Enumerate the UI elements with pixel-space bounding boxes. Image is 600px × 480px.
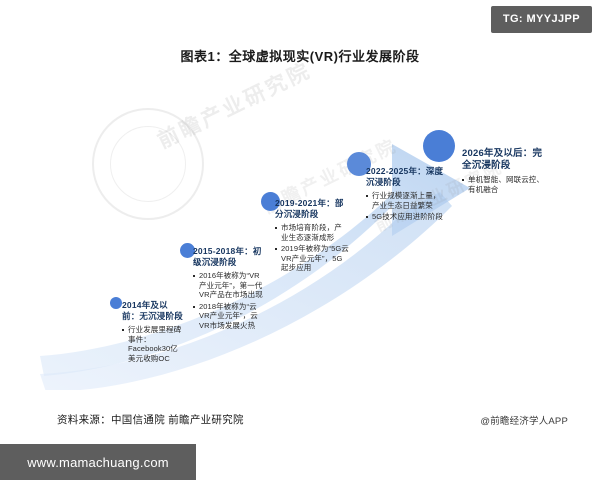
- stage-period: 2019-2021年：: [275, 198, 335, 208]
- stage-period: 2022-2025年：: [366, 166, 426, 176]
- stage-bullet: 行业发展里程碑事件：Facebook30亿美元收购OC: [122, 325, 184, 363]
- stage-heading: 2022-2025年：深度沉浸阶段: [366, 166, 446, 188]
- tg-badge: TG: MYYJJPP: [490, 6, 592, 33]
- stage-period: 2026年及以后：: [462, 148, 533, 159]
- stage-bullet: 市场培育阶段，产业生态逐渐成形: [275, 223, 349, 242]
- page-title: 图表1：全球虚拟现实(VR)行业发展阶段: [180, 49, 420, 64]
- stage-bullet: 2019年被称为“5G云VR产业元年”，5G起步应用: [275, 244, 349, 273]
- stage-name: 完全沉浸阶段: [462, 148, 543, 171]
- stage-bullet: 5G技术应用进阶阶段: [366, 212, 446, 222]
- stage-marker-3: [261, 192, 280, 211]
- stage-marker-1: [110, 297, 122, 309]
- stage-bullet-list: 市场培育阶段，产业生态逐渐成形 2019年被称为“5G云VR产业元年”，5G起步…: [275, 223, 349, 273]
- stage-name: 无沉浸阶段: [139, 311, 183, 321]
- stage-heading: 2014年及以前：无沉浸阶段: [122, 300, 184, 322]
- stage-period: 2014年及以前：: [122, 300, 168, 321]
- app-attribution: @前瞻经济学人APP: [480, 416, 568, 427]
- stage-bullet-list: 行业规模逐渐上量，产业生态日益繁荣 5G技术应用进阶阶段: [366, 191, 446, 222]
- stage-bullet-list: 单机智能、网联云控、有机融合: [462, 175, 550, 194]
- growth-arrow-svg: [40, 144, 470, 392]
- stage-heading: 2026年及以后：完全沉浸阶段: [462, 148, 550, 172]
- stage-name: 深度沉浸阶段: [366, 166, 444, 187]
- stage-bullet: 2016年被称为“VR产业元年”，第一代VR产品在市场出现: [193, 271, 263, 300]
- stage-block-4: 2022-2025年：深度沉浸阶段 行业规模逐渐上量，产业生态日益繁荣 5G技术…: [366, 166, 446, 224]
- arrow-band-lower: [40, 192, 452, 392]
- stage-marker-4: [347, 152, 371, 176]
- stage-marker-5: [423, 130, 455, 162]
- stage-bullet-list: 2016年被称为“VR产业元年”，第一代VR产品在市场出现 2018年被称为“云…: [193, 271, 263, 331]
- stage-bullet: 单机智能、网联云控、有机融合: [462, 175, 550, 194]
- growth-arrow: [0, 60, 600, 392]
- site-watermark: www.mamachuang.com: [0, 444, 196, 480]
- stage-block-5: 2026年及以后：完全沉浸阶段 单机智能、网联云控、有机融合: [462, 148, 550, 196]
- stage-name: 部分沉浸阶段: [275, 198, 344, 219]
- stage-block-2: 2015-2018年：初级沉浸阶段 2016年被称为“VR产业元年”，第一代VR…: [193, 246, 263, 333]
- stage-period: 2015-2018年：: [193, 246, 253, 256]
- stage-heading: 2019-2021年：部分沉浸阶段: [275, 198, 349, 220]
- stage-name: 初级沉浸阶段: [193, 246, 262, 267]
- stage-block-3: 2019-2021年：部分沉浸阶段 市场培育阶段，产业生态逐渐成形 2019年被…: [275, 198, 349, 275]
- stage-heading: 2015-2018年：初级沉浸阶段: [193, 246, 263, 268]
- arrow-band-upper: [40, 144, 470, 376]
- stage-bullet: 2018年被称为“云VR产业元年”，云VR市场发展火热: [193, 302, 263, 331]
- stage-marker-2: [180, 243, 195, 258]
- stage-bullet-list: 行业发展里程碑事件：Facebook30亿美元收购OC: [122, 325, 184, 363]
- stage-block-1: 2014年及以前：无沉浸阶段 行业发展里程碑事件：Facebook30亿美元收购…: [122, 300, 184, 365]
- source-note: 资料来源：中国信通院 前瞻产业研究院: [57, 414, 244, 426]
- stage-bullet: 行业规模逐渐上量，产业生态日益繁荣: [366, 191, 446, 210]
